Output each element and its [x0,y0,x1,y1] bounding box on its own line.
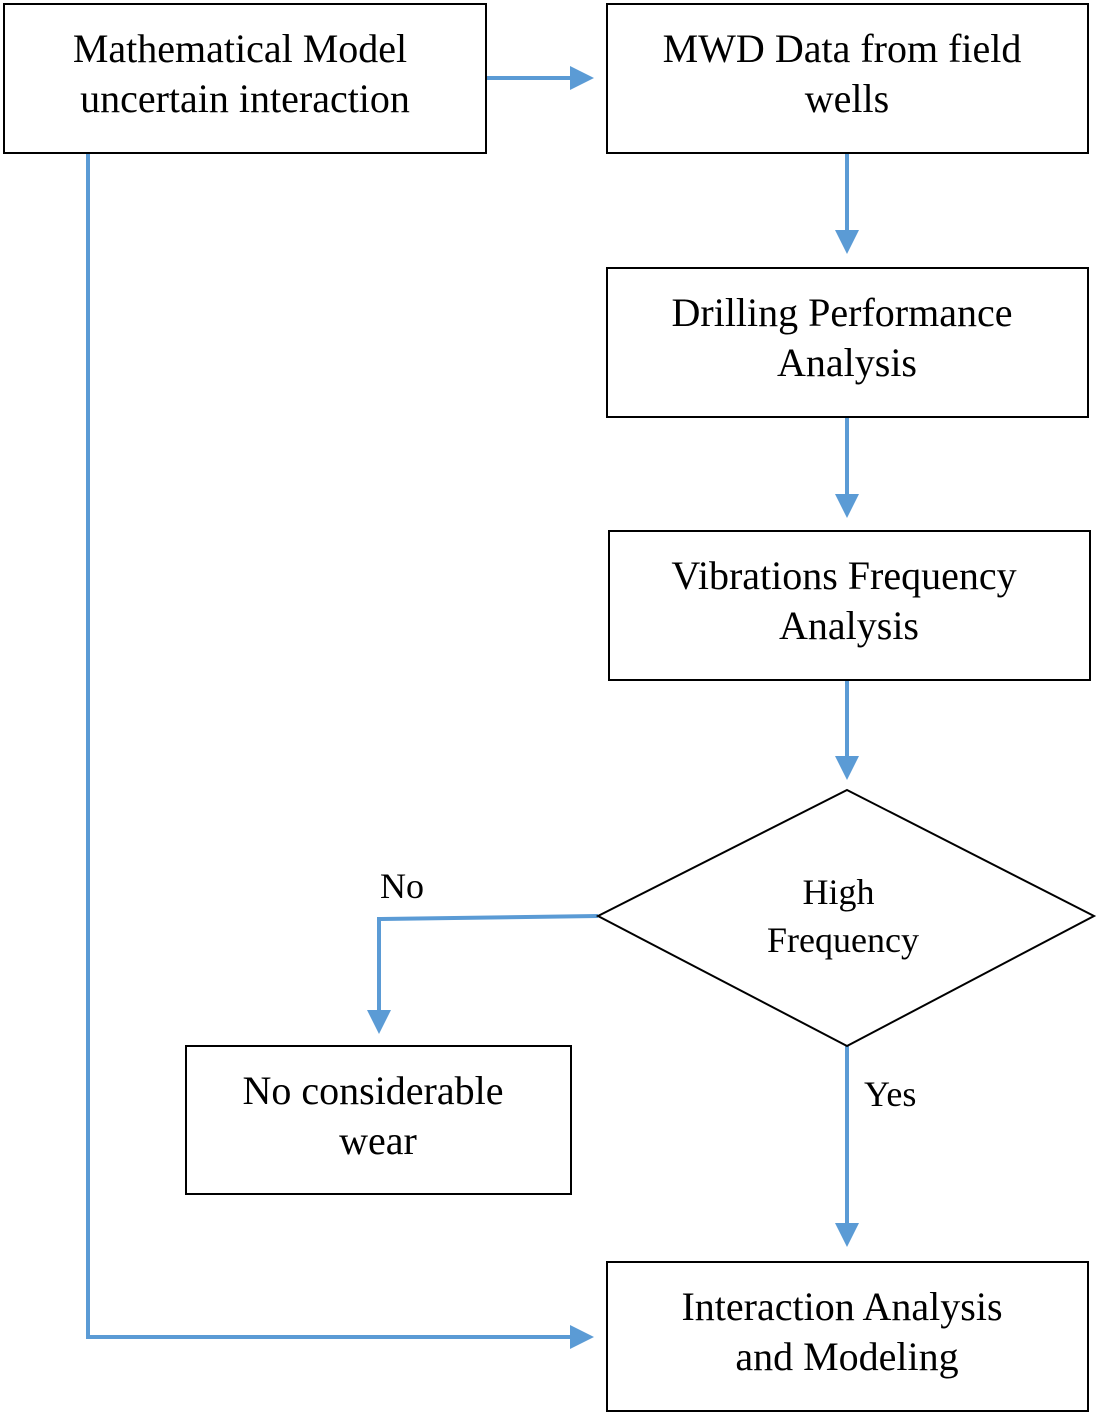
svg-text:Drilling Performance Ana: Drilling Performance Analysis [672,290,1023,385]
node-mwd-data: MWD Data from field wells [606,3,1089,154]
svg-text:Interaction Analysis and: Interaction Analysis and Modeling [681,1284,1012,1379]
edge-label-no: No [380,866,424,906]
svg-text:No considerable wear: No considerable wear [242,1068,513,1163]
svg-text:High Frequency: High Frequency [767,872,919,960]
arrow-decision-no-to-nowear [367,914,599,1034]
svg-text:Mathematical Model uncer: Mathematical Model uncertain interaction [73,26,417,121]
node-text-line: Vibrations Frequency [671,553,1016,598]
node-high-frequency-decision: High Frequency [595,788,1097,1048]
node-text-line: and Modeling [735,1334,958,1379]
node-text-line: wells [805,76,889,121]
node-vibrations-frequency: Vibrations Frequency Analysis [608,530,1091,681]
node-text-line: No considerable [242,1068,503,1113]
svg-text:MWD Data from field well: MWD Data from field wells [663,26,1032,121]
node-mathematical-model: Mathematical Model uncertain interaction [3,3,487,154]
node-text-line: Interaction Analysis [681,1284,1002,1329]
node-text-line: Frequency [767,920,919,960]
node-text-line: Mathematical Model [73,26,407,71]
node-no-considerable-wear: No considerable wear [185,1045,572,1195]
node-text-line: High [803,872,875,912]
svg-text:Vibrations Frequency Ana: Vibrations Frequency Analysis [671,553,1026,648]
node-text-line: uncertain interaction [80,76,410,121]
node-drilling-performance: Drilling Performance Analysis [606,267,1089,418]
connectors [86,66,859,1349]
node-text-line: Analysis [779,603,919,648]
node-text-line: wear [339,1118,417,1163]
node-text-line: Drilling Performance [672,290,1013,335]
arrow-math-to-interaction [86,153,594,1349]
edge-label-yes: Yes [864,1074,916,1114]
node-text-line: MWD Data from field [663,26,1022,71]
node-interaction-analysis: Interaction Analysis and Modeling [606,1261,1089,1412]
node-text-line: Analysis [777,340,917,385]
